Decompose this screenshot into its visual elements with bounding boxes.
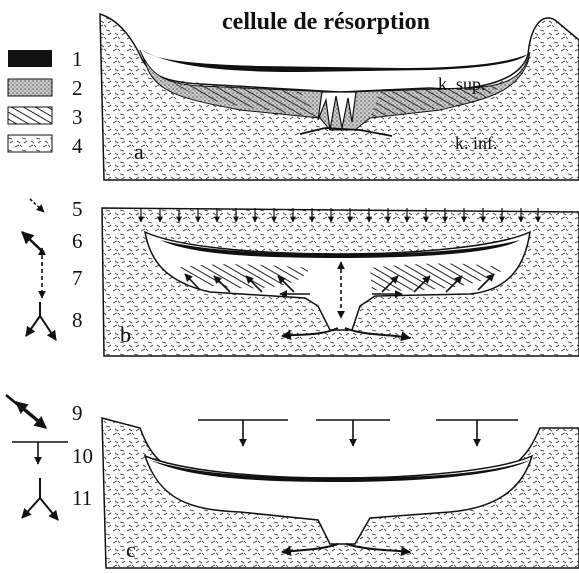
legend-number-11: 11 [72, 486, 92, 510]
legend-symbol-5 [30, 199, 44, 212]
panel-a-upper-label: k. sup. [438, 74, 486, 94]
legend-number-6: 6 [72, 229, 83, 253]
legend-swatch-2 [8, 79, 52, 96]
legend-swatch-4 [8, 135, 52, 152]
panel-a-lower-label: k. inf. [455, 133, 498, 153]
panel-a-black-layer [142, 50, 528, 72]
legend-number-9: 9 [72, 401, 83, 425]
legend-symbol-6 [22, 232, 44, 253]
panel-c-letter: c [126, 537, 136, 562]
panel-c-tbar-arrows [198, 420, 518, 446]
panel-c: c [102, 418, 579, 568]
legend-number-3: 3 [72, 105, 83, 129]
legend-number-7: 7 [72, 266, 83, 290]
legend-symbol-9 [6, 395, 46, 428]
legend-symbol-8 [26, 302, 56, 340]
legend-swatch-1 [8, 50, 52, 67]
legend-number-5: 5 [72, 197, 83, 221]
panel-b: b [102, 208, 579, 356]
legend-number-1: 1 [72, 47, 83, 71]
legend: 1 2 3 4 5 6 7 8 9 10 11 [6, 47, 93, 520]
legend-number-8: 8 [72, 308, 83, 332]
legend-symbol-11 [22, 478, 58, 520]
legend-number-2: 2 [72, 76, 83, 100]
panel-b-letter: b [120, 322, 131, 347]
legend-number-10: 10 [72, 444, 93, 468]
legend-number-4: 4 [72, 134, 83, 158]
legend-swatch-3 [8, 107, 52, 124]
legend-symbol-10 [12, 442, 68, 464]
panel-a-letter: a [134, 139, 144, 164]
panel-a: a k. sup. k. inf. [100, 14, 579, 180]
diagram-title: cellule de résorption [222, 9, 430, 35]
